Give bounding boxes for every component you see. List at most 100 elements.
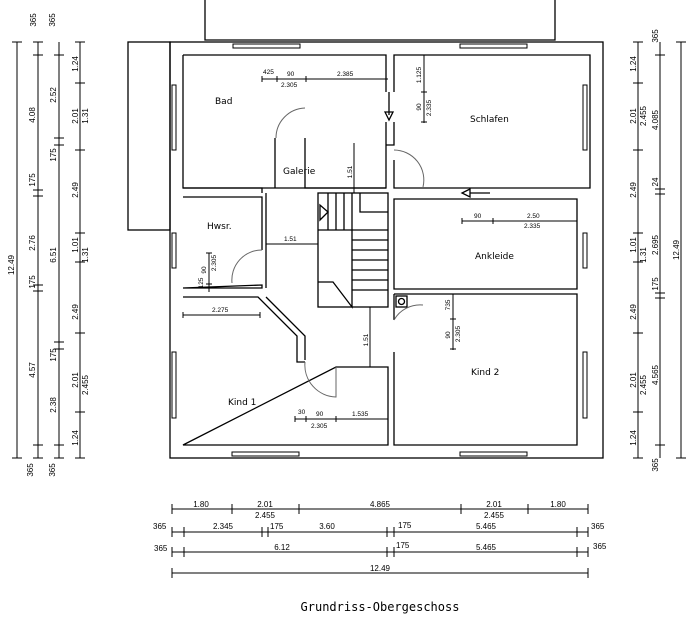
dim: 90 [287, 71, 295, 78]
dim: 2.305 [211, 254, 218, 271]
dim: 2.335 [426, 99, 433, 116]
dim: 365 [591, 522, 605, 531]
dim: 175 [28, 173, 37, 187]
dim: 365 [593, 542, 607, 551]
interior-dimensions: 425 90 2.305 2.385 1.51 1.125 90 2.335 1… [182, 55, 577, 430]
dim: 365 [48, 13, 57, 27]
dim: 1.31 [639, 247, 648, 263]
dim: 175 [49, 348, 58, 362]
dim: 175 [28, 275, 37, 289]
dim: 1.80 [193, 500, 209, 509]
dim: 2.385 [337, 71, 354, 78]
room-label-kind2: Kind 2 [471, 368, 499, 378]
dim: 2.695 [651, 234, 660, 255]
dim: 5.465 [476, 543, 497, 552]
dim: 1.80 [550, 500, 566, 509]
dim: 1.24 [629, 56, 638, 72]
dim: 1.51 [284, 236, 297, 243]
right-dimension-chains: 1.24 2.01 2.455 2.49 1.01 1.31 2.49 2.01… [629, 29, 686, 472]
dim: 2.335 [524, 223, 541, 230]
drawing-title: Grundriss-Obergeschoss [301, 600, 460, 614]
dim: 2.455 [639, 374, 648, 395]
dim: 175 [398, 521, 412, 530]
dim: 2.305 [455, 325, 462, 342]
room-label-galerie: Galerie [283, 167, 316, 177]
dim: 6.51 [49, 247, 58, 263]
dim: 2.01 [629, 108, 638, 124]
dim: 12.49 [370, 564, 391, 573]
dim: 175 [396, 541, 410, 550]
dim: 2.49 [71, 182, 80, 198]
dim: 90 [316, 411, 324, 418]
dim: 90 [416, 103, 423, 111]
dim: 2.305 [281, 82, 298, 89]
dim: 2.01 [257, 500, 273, 509]
dim: 1.51 [363, 333, 370, 346]
dim: 4.57 [28, 362, 37, 378]
dim: 12.49 [7, 254, 16, 275]
dim: 1.535 [352, 411, 369, 418]
dim: 1.51 [347, 165, 354, 178]
dim: 1.01 [71, 237, 80, 253]
dim: 1.24 [629, 430, 638, 446]
dim: 4.08 [28, 107, 37, 123]
left-dimension-chains: 365 12.49 365 365 4.08 175 2.76 175 4.57… [7, 13, 90, 477]
dim: 1.24 [71, 56, 80, 72]
dim: 1.24 [71, 430, 80, 446]
dim: 30 [298, 409, 306, 416]
dim: 425 [263, 69, 274, 76]
dim: 1.31 [81, 247, 90, 263]
room-label-kind1: Kind 1 [228, 398, 256, 408]
dim: 365 [48, 463, 57, 477]
dim: 90 [201, 266, 208, 274]
dim: 12.49 [672, 239, 681, 260]
dim: 2.49 [629, 182, 638, 198]
bottom-dimension-chains: 1.80 2.01 2.455 4.865 2.01 2.455 1.80 36… [153, 500, 607, 578]
dim: 1.31 [81, 108, 90, 124]
dim: 2.49 [629, 304, 638, 320]
dim: 1.125 [416, 66, 423, 83]
dim: 2.01 [629, 372, 638, 388]
building-walls [127, 0, 604, 459]
dim: 735 [445, 299, 452, 310]
dim: 2.01 [71, 372, 80, 388]
dim: 365 [29, 13, 38, 27]
room-label-schlafen: Schlafen [470, 115, 509, 125]
dim: 2.76 [28, 235, 37, 251]
dim: 5.465 [476, 522, 497, 531]
dim: 90 [474, 213, 482, 220]
room-label-hwsr: Hwsr. [207, 222, 232, 232]
dim: 2.52 [49, 87, 58, 103]
dim: 2.275 [212, 307, 229, 314]
room-label-ankleide: Ankleide [475, 252, 514, 262]
dim: 2.455 [639, 105, 648, 126]
dim: 6.12 [274, 543, 290, 552]
dim: 2.38 [49, 397, 58, 413]
dim: 1.01 [629, 237, 638, 253]
dim: 2.50 [527, 213, 540, 220]
dim: 365 [153, 522, 167, 531]
dim: 2.01 [71, 108, 80, 124]
dim: 2.455 [81, 374, 90, 395]
dim: 4.085 [651, 109, 660, 130]
dim: 2.455 [255, 511, 276, 520]
windows [171, 43, 588, 457]
dim: 4.865 [370, 500, 391, 509]
staircase [317, 192, 408, 309]
dim: 4.565 [651, 364, 660, 385]
dim: 2.305 [311, 423, 328, 430]
dim: 2.455 [484, 511, 505, 520]
dim: 90 [445, 331, 452, 339]
dim: 24 [651, 177, 660, 186]
dim: 175 [49, 148, 58, 162]
doors [231, 92, 490, 398]
dim: 365 [26, 463, 35, 477]
dim: 365 [651, 29, 660, 43]
dim: 3.60 [319, 522, 335, 531]
dim: 365 [154, 544, 168, 553]
dim: 2.49 [71, 304, 80, 320]
dim: 2.345 [213, 522, 234, 531]
room-label-bad: Bad [215, 97, 232, 107]
dim: 125 [198, 277, 205, 288]
